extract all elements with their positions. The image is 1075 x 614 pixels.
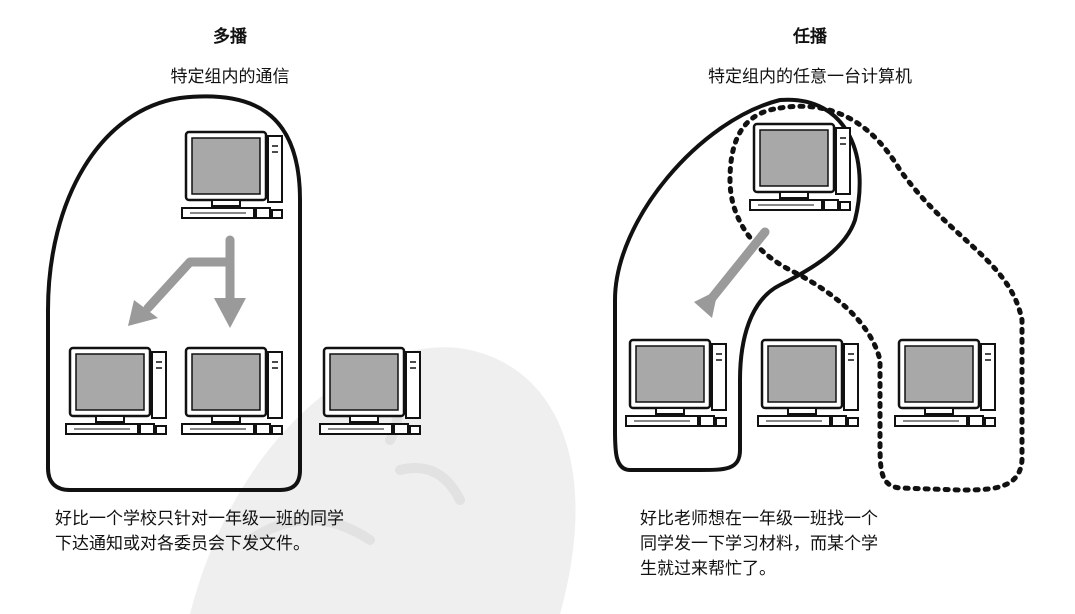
computer-icon bbox=[758, 340, 858, 426]
anycast-caption: 好比老师想在一年级一班找一个 同学发一下学习材料，而某个学 生就过来帮忙了。 bbox=[640, 507, 1040, 582]
arrow-icon bbox=[694, 232, 765, 318]
computer-icon bbox=[626, 340, 726, 426]
computer-icon bbox=[750, 124, 850, 210]
computer-icon bbox=[895, 340, 995, 426]
